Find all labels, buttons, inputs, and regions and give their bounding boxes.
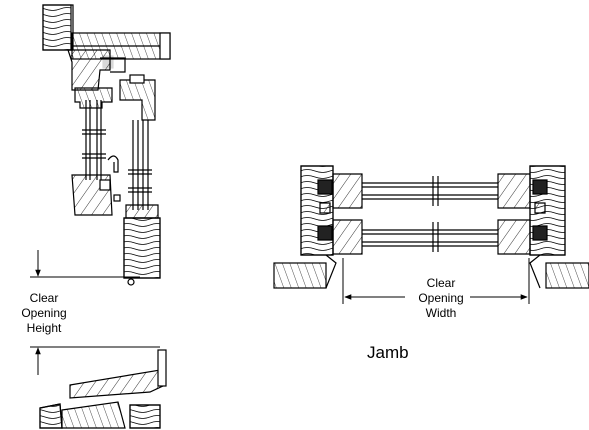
height-label-line-2: Opening: [21, 306, 67, 320]
clear-opening-height-dimension: [30, 250, 160, 375]
upper-sash: [119, 74, 161, 286]
clear-opening-height-label: Clear Opening Height: [0, 291, 88, 336]
lower-sash: [71, 87, 121, 216]
height-label-line-1: Clear: [29, 291, 59, 305]
sill-section: [39, 349, 167, 429]
jamb-section: [273, 165, 589, 289]
width-label-line-2: Opening: [418, 291, 464, 305]
head-section: [42, 4, 171, 91]
width-label-line-1: Clear: [426, 276, 456, 290]
height-label-line-3: Height: [26, 321, 62, 335]
clear-opening-width-dimension: [342, 258, 530, 304]
jamb-label: Jamb: [367, 343, 409, 362]
width-label-line-3: Width: [425, 306, 457, 320]
clear-opening-width-label: Clear Opening Width: [396, 276, 486, 321]
